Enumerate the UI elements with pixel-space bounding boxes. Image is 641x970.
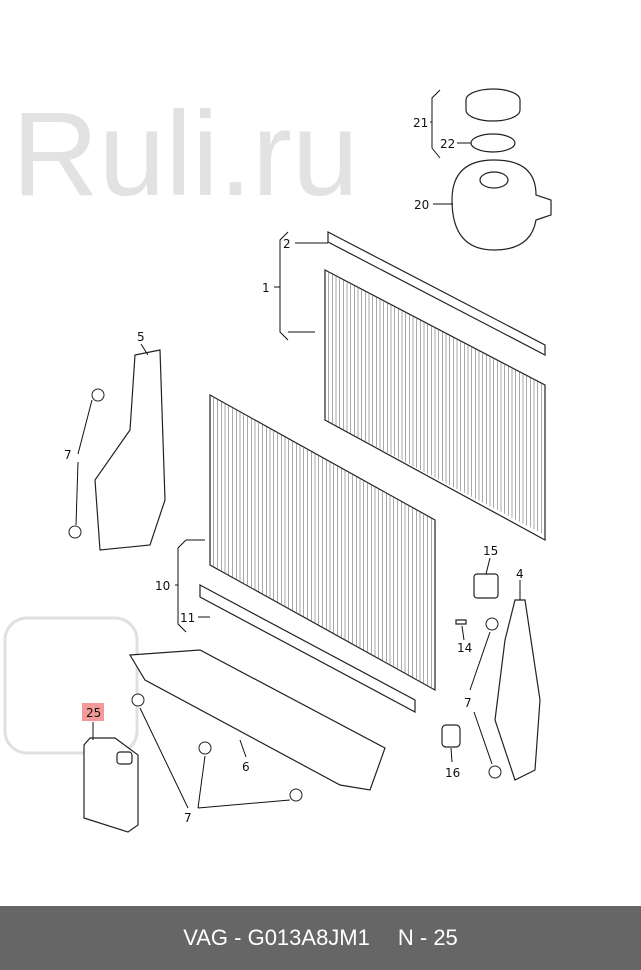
seal-ring bbox=[470, 133, 516, 153]
label-16: 16 bbox=[445, 766, 460, 780]
radiator-rear bbox=[324, 269, 546, 542]
seal-strip bbox=[199, 583, 416, 714]
coolant-canister bbox=[83, 737, 139, 833]
bolt bbox=[455, 619, 467, 625]
watermark-frame bbox=[3, 616, 139, 755]
label-25: 25 bbox=[86, 706, 101, 720]
footer-bar: VAG - G013A8JM1 N - 25 bbox=[0, 906, 641, 970]
label-21: 21 bbox=[413, 116, 428, 130]
label-14: 14 bbox=[457, 641, 472, 655]
label-11: 11 bbox=[180, 611, 195, 625]
label-25-highlight bbox=[82, 703, 104, 721]
bracket bbox=[473, 573, 499, 599]
label-2: 2 bbox=[283, 237, 291, 251]
label-22: 22 bbox=[440, 137, 455, 151]
label-15: 15 bbox=[483, 544, 498, 558]
expansion-tank bbox=[451, 159, 552, 251]
diagram-position: N - 25 bbox=[397, 925, 458, 950]
air-guide-strip bbox=[327, 231, 546, 356]
label-7-bottom: 7 bbox=[184, 811, 192, 825]
clips bbox=[68, 388, 502, 802]
air-duct-right bbox=[494, 599, 541, 781]
label-7-right: 7 bbox=[464, 696, 472, 710]
label-6: 6 bbox=[242, 760, 250, 774]
air-duct-left bbox=[94, 349, 166, 551]
leader-lines bbox=[75, 89, 521, 809]
label-20: 20 bbox=[414, 198, 429, 212]
lower-cover bbox=[128, 649, 386, 791]
label-7-left: 7 bbox=[64, 448, 72, 462]
grommet bbox=[441, 724, 461, 748]
part-number: VAG - G013A8JM1 bbox=[183, 925, 370, 950]
label-5: 5 bbox=[137, 330, 145, 344]
radiator-front bbox=[209, 393, 436, 692]
label-1: 1 bbox=[262, 281, 270, 295]
parts-diagram: Ruli.ru bbox=[3, 87, 552, 833]
label-4: 4 bbox=[516, 567, 524, 581]
watermark-text: Ruli.ru bbox=[12, 87, 359, 221]
label-10: 10 bbox=[155, 579, 170, 593]
expansion-tank-cap bbox=[465, 88, 521, 122]
